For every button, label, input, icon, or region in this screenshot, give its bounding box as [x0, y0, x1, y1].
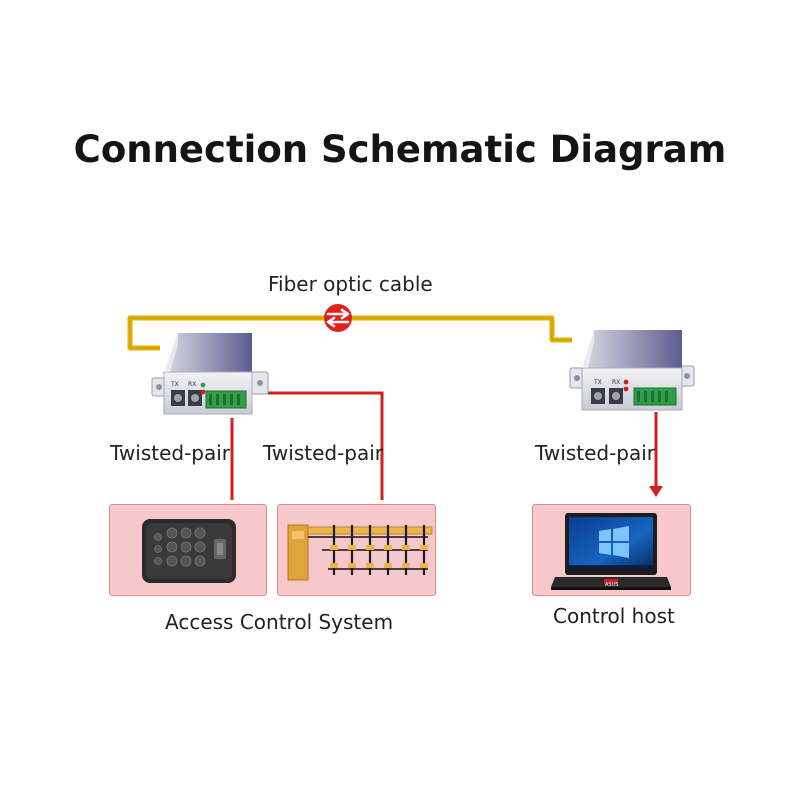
- twisted-pair-label-barrier: Twisted-pair: [263, 441, 384, 465]
- fiber-converter-right: [569, 330, 695, 411]
- fiber-converter-left: [151, 333, 269, 415]
- fiber-optic-cable-label: Fiber optic cable: [268, 272, 433, 296]
- port-label-rx-right: RX: [612, 379, 620, 386]
- keypad-icon: [142, 519, 236, 583]
- laptop-icon: [551, 513, 671, 590]
- barrier-gate-panel: [277, 504, 436, 596]
- page-title: Connection Schematic Diagram: [73, 128, 727, 171]
- access-control-system-caption: Access Control System: [165, 610, 394, 634]
- barrier-gate-icon: [287, 524, 433, 581]
- twisted-pair-lines: [230, 391, 658, 500]
- fiber-coupler-icon: [324, 304, 352, 332]
- twisted-pair-label-host: Twisted-pair: [535, 441, 656, 465]
- arrow-down-icon: [649, 486, 663, 497]
- laptop-brand-badge: ASUS: [605, 582, 619, 588]
- port-label-tx-right: TX: [593, 379, 602, 386]
- control-host-panel: [532, 504, 691, 596]
- port-label-tx-left: TX: [170, 381, 179, 388]
- twisted-pair-line-barrier: [268, 391, 384, 500]
- twisted-pair-label-keypad: Twisted-pair: [110, 441, 231, 465]
- control-host-caption: Control host: [553, 604, 675, 628]
- access-keypad-panel: [109, 504, 267, 596]
- port-label-rx-left: RX: [188, 381, 196, 388]
